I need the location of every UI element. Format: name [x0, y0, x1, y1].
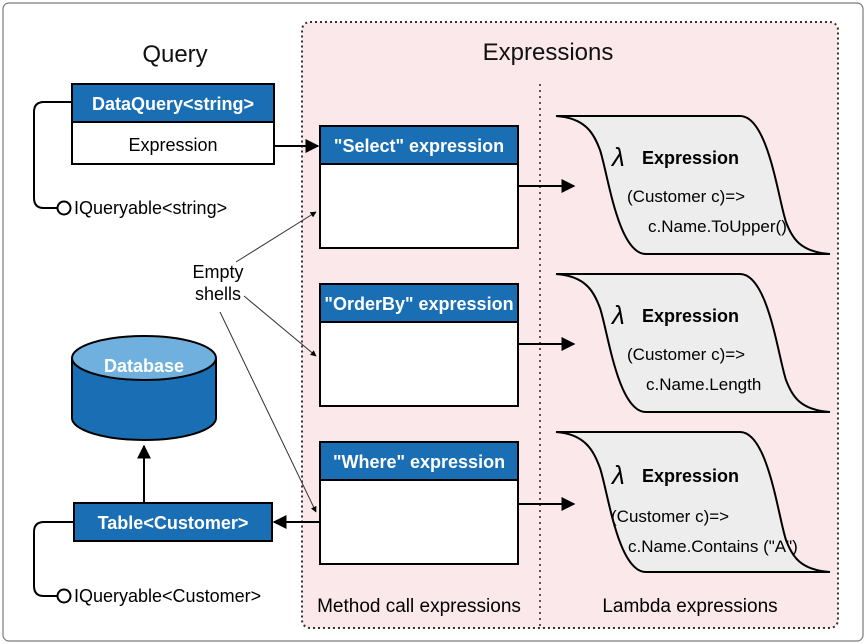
lambda-line2: c.Name.Length [646, 375, 761, 394]
pointer-to-where [219, 311, 317, 513]
dataquery-header [71, 83, 275, 123]
lambda-line1: (Customer c)=> [611, 507, 729, 526]
method-call-header [319, 283, 519, 323]
lambda-card-where: λ Expression (Customer c)=> c.Name.Conta… [555, 431, 831, 573]
pointer-to-select [235, 211, 317, 263]
expressions-title: Expressions [483, 39, 614, 66]
lambda-expressions-label: Lambda expressions [602, 596, 777, 617]
dataquery-bracket [33, 101, 72, 209]
dataquery-header-label: DataQuery<string> [92, 94, 254, 114]
lambda-symbol: λ [610, 300, 625, 330]
table-box: Table<Customer> [73, 502, 273, 542]
method-call-label: "OrderBy" expression [324, 294, 513, 314]
dataquery-interface: IQueryable<string> [74, 198, 227, 218]
database-label: Database [104, 356, 184, 376]
lambda-line2: c.Name.ToUpper() [648, 217, 787, 236]
lambda-line2: c.Name.Contains ("A") [628, 537, 798, 556]
database-icon [71, 335, 217, 441]
dataquery-row-label: Expression [128, 135, 217, 155]
lambda-symbol: λ [610, 142, 625, 172]
method-call-header [319, 441, 519, 481]
method-call-label: "Select" expression [334, 136, 504, 156]
query-title: Query [142, 41, 207, 68]
method-call-orderby: "OrderBy" expression [319, 283, 519, 407]
method-call-where: "Where" expression [319, 441, 519, 565]
lambda-title: Expression [642, 306, 739, 326]
empty-shells-line2: shells [195, 284, 241, 304]
lambda-title: Expression [642, 148, 739, 168]
table-interface: IQueryable<Customer> [74, 586, 261, 606]
empty-shells-line1: Empty [192, 262, 243, 282]
dataquery-box: DataQuery<string> Expression [71, 83, 275, 165]
lambda-line1: (Customer c)=> [627, 187, 745, 206]
table-bracket [33, 521, 74, 597]
method-call-expressions-label: Method call expressions [317, 596, 521, 617]
pointer-to-orderby [243, 295, 317, 357]
lambda-line1: (Customer c)=> [627, 345, 745, 364]
table-header [73, 502, 273, 542]
lambda-title: Expression [642, 466, 739, 486]
lambda-card-select: λ Expression (Customer c)=> c.Name.ToUpp… [555, 115, 831, 255]
lambda-symbol: λ [610, 460, 625, 490]
method-call-select: "Select" expression [319, 125, 519, 249]
lollipop-icon [56, 588, 72, 604]
lambda-card-orderby: λ Expression (Customer c)=> c.Name.Lengt… [555, 273, 831, 413]
method-call-header [319, 125, 519, 165]
table-header-label: Table<Customer> [98, 513, 249, 533]
method-call-label: "Where" expression [333, 452, 505, 472]
lollipop-icon [56, 200, 72, 216]
